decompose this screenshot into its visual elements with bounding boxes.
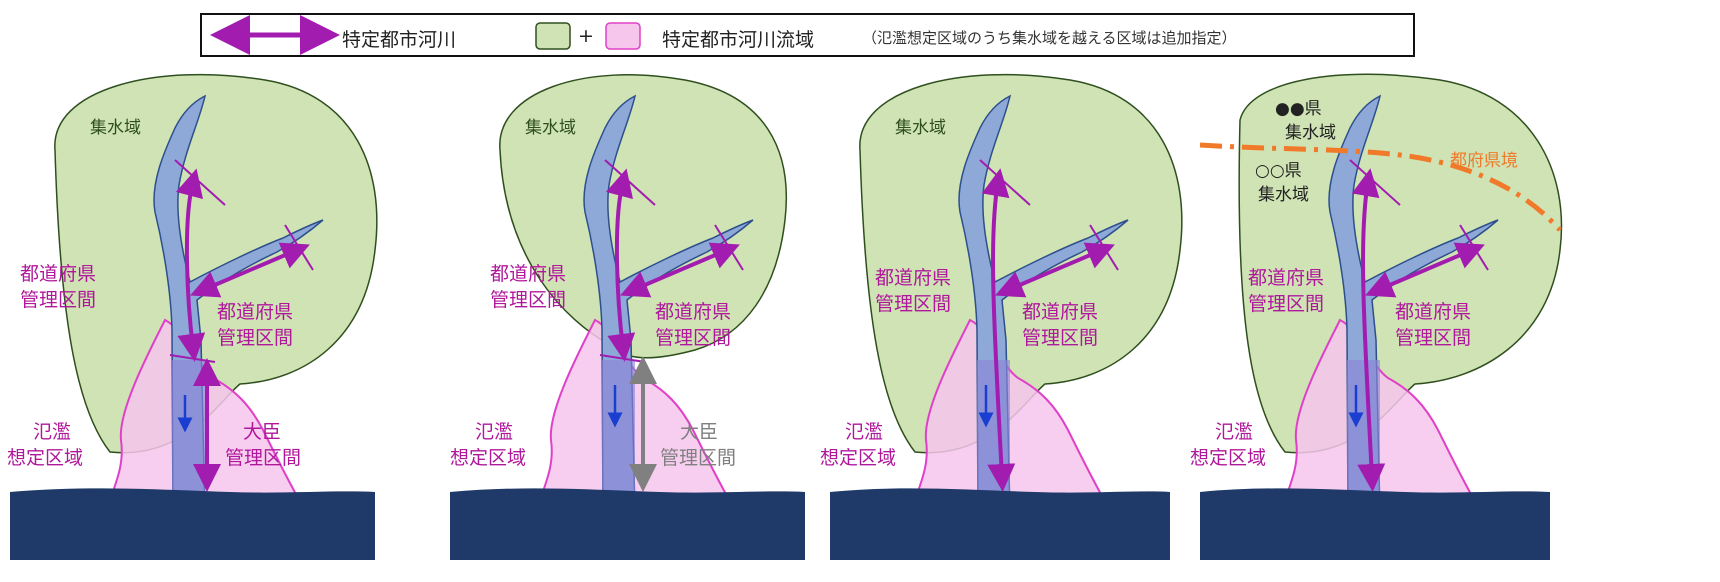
panel3-left-section-line2: 管理区間: [875, 293, 951, 315]
panel4-catchment-b-line1: ○○県: [1255, 161, 1302, 181]
panel4-boundary-label: 都府県境: [1450, 151, 1518, 171]
panel1-left-section-line1: 都道府県: [20, 263, 96, 285]
panel2-flood-line2: 想定区域: [450, 447, 526, 469]
panel4-catchment-b-line2: 集水域: [1258, 185, 1309, 205]
panel3-left-section-line1: 都道府県: [875, 267, 951, 289]
legend-basin-note: （氾濫想定区域のうち集水域を越える区域は追加指定）: [862, 29, 1237, 47]
panel2-catchment-label: 集水域: [525, 118, 576, 138]
panel-2: 集水域 都道府県 管理区間 都道府県 管理区間 大臣 管理区間 氾濫 想定区域: [450, 74, 805, 560]
panel2-sea: [450, 488, 805, 560]
panel1-national-line1: 大臣: [243, 421, 281, 443]
panel4-left-section-line1: 都道府県: [1248, 267, 1324, 289]
panel4-catchment-a-line2: 集水域: [1285, 123, 1336, 143]
panel4-catchment-a-line1: ●●県: [1275, 99, 1322, 119]
panel4-flood-line2: 想定区域: [1190, 447, 1266, 469]
panel2-national-line2: 管理区間: [660, 447, 736, 469]
legend-box: 特定都市河川 + 特定都市河川流域 （氾濫想定区域のうち集水域を越える区域は追加…: [200, 13, 1415, 57]
panel4-sea: [1200, 488, 1550, 560]
panel2-left-section-line2: 管理区間: [490, 289, 566, 311]
legend-basin-label: 特定都市河川流域: [662, 29, 815, 51]
panel3-catchment-label: 集水域: [895, 118, 946, 138]
panel2-flood-line1: 氾濫: [475, 421, 513, 443]
panel1-catchment-label: 集水域: [90, 118, 141, 138]
legend-catchment-swatch: [535, 22, 571, 50]
panel4-flood-line1: 氾濫: [1215, 421, 1253, 443]
panel4-left-section-line2: 管理区間: [1248, 293, 1324, 315]
panel4-boundary-line: [1199, 142, 1562, 232]
panel2-national-line1: 大臣: [680, 421, 718, 443]
legend-river-arrow-icon: [210, 15, 641, 55]
legend-flood-swatch: [605, 22, 641, 50]
legend-river-label: 特定都市河川: [342, 29, 457, 51]
panel3-right-section-line2: 管理区間: [1022, 327, 1098, 349]
panel2-right-section-line1: 都道府県: [655, 301, 731, 323]
panel1-flood-line2: 想定区域: [7, 447, 83, 469]
panel3-right-section-line1: 都道府県: [1022, 301, 1098, 323]
legend-plus: +: [578, 25, 594, 47]
panel2-right-section-line2: 管理区間: [655, 327, 731, 349]
panel3-sea: [830, 488, 1170, 560]
panel3-flood-line1: 氾濫: [845, 421, 883, 443]
panel1-flood-line1: 氾濫: [33, 421, 71, 443]
panel3-flood-line2: 想定区域: [820, 447, 896, 469]
panel-4: ●●県 集水域 ○○県 集水域 都府県境 都道府県 管理区間 都道府県 管理区間…: [1190, 73, 1563, 560]
panel1-sea: [10, 488, 375, 560]
panel1-right-section-line1: 都道府県: [217, 301, 293, 323]
panel-3: 集水域 都道府県 管理区間 都道府県 管理区間 氾濫 想定区域: [820, 73, 1183, 560]
panel1-national-line2: 管理区間: [225, 447, 301, 469]
panel-1: 集水域 都道府県 管理区間 都道府県 管理区間 大臣 管理区間 氾濫 想定区域: [7, 73, 378, 560]
panel1-left-section-line2: 管理区間: [20, 289, 96, 311]
panel4-right-section-line1: 都道府県: [1395, 301, 1471, 323]
panel4-right-section-line2: 管理区間: [1395, 327, 1471, 349]
panel1-right-section-line2: 管理区間: [217, 327, 293, 349]
panel2-left-section-line1: 都道府県: [490, 263, 566, 285]
